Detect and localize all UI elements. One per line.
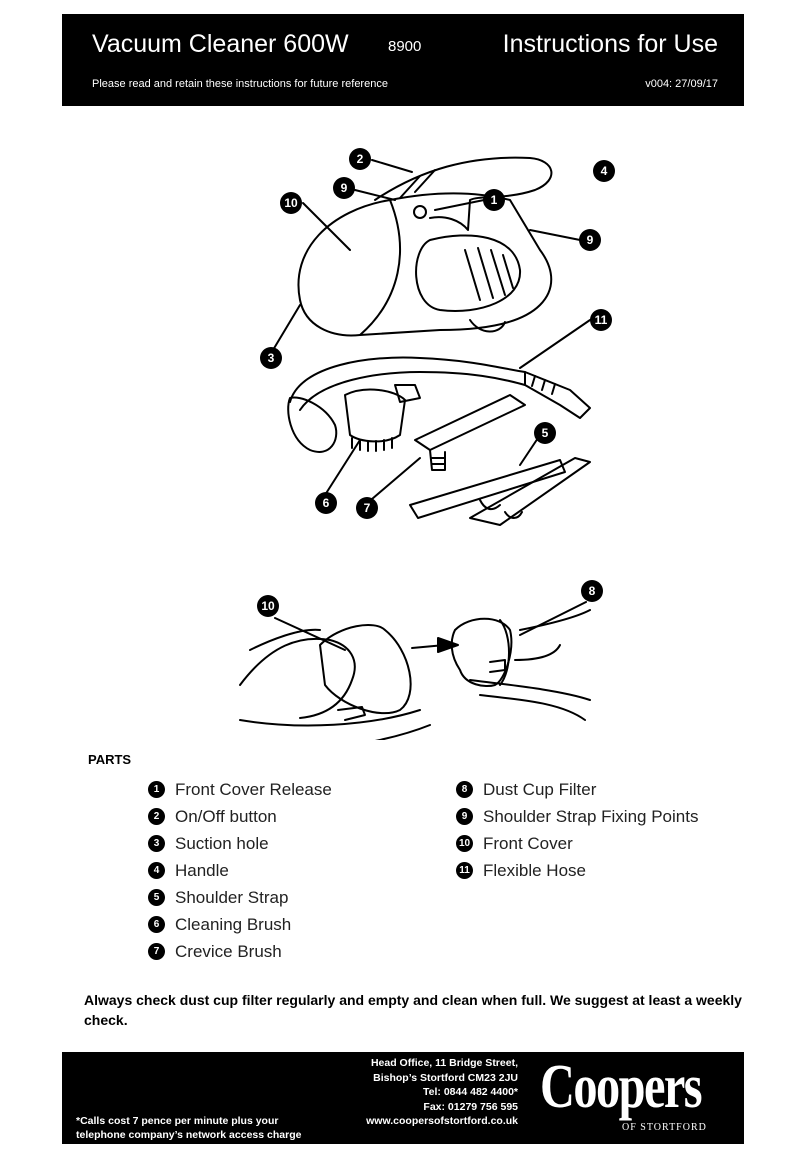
version-label: v004: 27/09/17 xyxy=(645,78,718,90)
part-item: 11 Flexible Hose xyxy=(456,857,698,884)
svg-text:10: 10 xyxy=(284,196,298,210)
model-number: 8900 xyxy=(388,38,421,55)
part-label: Front Cover xyxy=(483,834,573,854)
part-number: 9 xyxy=(456,808,473,825)
svg-text:10: 10 xyxy=(261,599,275,613)
coopers-logo-subtitle: OF STORTFORD xyxy=(622,1122,707,1133)
fax-number: Fax: 01279 756 595 xyxy=(366,1100,518,1115)
callout-9-top: 9 xyxy=(333,177,355,199)
callout-10-top: 10 xyxy=(280,192,302,214)
instructions-title: Instructions for Use xyxy=(503,30,718,59)
part-label: Crevice Brush xyxy=(175,942,282,962)
part-item: 10 Front Cover xyxy=(456,830,698,857)
part-item: 2 On/Off button xyxy=(148,803,332,830)
call-charges-line: telephone company’s network access charg… xyxy=(76,1128,301,1142)
part-number: 11 xyxy=(456,862,473,879)
part-item: 8 Dust Cup Filter xyxy=(456,776,698,803)
part-label: Shoulder Strap xyxy=(175,888,288,908)
parts-heading: PARTS xyxy=(88,752,131,767)
website-link[interactable]: www.coopersofstortford.co.uk xyxy=(366,1114,518,1129)
callout-9-right: 9 xyxy=(579,229,601,251)
header-subtitle: Please read and retain these instruction… xyxy=(92,78,388,90)
svg-text:2: 2 xyxy=(357,152,364,166)
parts-list-right: 8 Dust Cup Filter 9 Shoulder Strap Fixing … xyxy=(456,776,698,884)
parts-list-left: 1 Front Cover Release 2 On/Off button 3 Suc… xyxy=(148,776,332,965)
svg-text:5: 5 xyxy=(542,426,549,440)
phone-number: Tel: 0844 482 4400* xyxy=(366,1085,518,1100)
call-charges-line: *Calls cost 7 pence per minute plus your xyxy=(76,1114,301,1128)
header-bar: Vacuum Cleaner 600W 8900 Instructions fo… xyxy=(62,14,744,106)
part-number: 8 xyxy=(456,781,473,798)
address-line: Bishop’s Stortford CM23 2JU xyxy=(366,1071,518,1086)
part-number: 3 xyxy=(148,835,165,852)
head-office-address: Head Office, 11 Bridge Street, Bishop’s … xyxy=(366,1056,518,1129)
svg-text:9: 9 xyxy=(587,233,594,247)
svg-text:7: 7 xyxy=(364,501,371,515)
callout-10-bottom: 10 xyxy=(257,595,279,617)
callout-4: 4 xyxy=(593,160,615,182)
callout-11: 11 xyxy=(590,309,612,331)
part-number: 1 xyxy=(148,781,165,798)
callout-8: 8 xyxy=(581,580,603,602)
svg-text:6: 6 xyxy=(323,496,330,510)
svg-text:11: 11 xyxy=(595,313,608,327)
part-item: 6 Cleaning Brush xyxy=(148,911,332,938)
part-item: 1 Front Cover Release xyxy=(148,776,332,803)
part-number: 6 xyxy=(148,916,165,933)
part-label: Handle xyxy=(175,861,229,881)
callout-1: 1 xyxy=(483,189,505,211)
call-charges-note: *Calls cost 7 pence per minute plus your… xyxy=(76,1114,301,1142)
part-label: Dust Cup Filter xyxy=(483,780,596,800)
callout-3: 3 xyxy=(260,347,282,369)
callout-2: 2 xyxy=(349,148,371,170)
footer-bar: Head Office, 11 Bridge Street, Bishop’s … xyxy=(62,1052,744,1144)
vacuum-parts-diagram: 2 4 9 1 10 9 3 11 5 6 7 10 8 xyxy=(0,140,808,740)
part-item: 3 Suction hole xyxy=(148,830,332,857)
part-item: 4 Handle xyxy=(148,857,332,884)
part-item: 7 Crevice Brush xyxy=(148,938,332,965)
maintenance-note: Always check dust cup filter regularly a… xyxy=(84,990,744,1030)
coopers-logo: Coopers xyxy=(540,1052,701,1123)
part-label: Suction hole xyxy=(175,834,269,854)
svg-text:3: 3 xyxy=(268,351,275,365)
part-number: 4 xyxy=(148,862,165,879)
address-line: Head Office, 11 Bridge Street, xyxy=(366,1056,518,1071)
svg-text:1: 1 xyxy=(491,193,498,207)
part-label: Shoulder Strap Fixing Points xyxy=(483,807,698,827)
part-number: 5 xyxy=(148,889,165,906)
part-label: Cleaning Brush xyxy=(175,915,291,935)
callout-6: 6 xyxy=(315,492,337,514)
part-number: 7 xyxy=(148,943,165,960)
svg-text:4: 4 xyxy=(601,164,608,178)
part-item: 9 Shoulder Strap Fixing Points xyxy=(456,803,698,830)
svg-text:8: 8 xyxy=(589,584,596,598)
part-label: Flexible Hose xyxy=(483,861,586,881)
part-label: On/Off button xyxy=(175,807,277,827)
part-label: Front Cover Release xyxy=(175,780,332,800)
part-item: 5 Shoulder Strap xyxy=(148,884,332,911)
part-number: 2 xyxy=(148,808,165,825)
part-number: 10 xyxy=(456,835,473,852)
callout-5: 5 xyxy=(534,422,556,444)
svg-text:9: 9 xyxy=(341,181,348,195)
document-title: Vacuum Cleaner 600W xyxy=(92,30,349,59)
callout-7: 7 xyxy=(356,497,378,519)
